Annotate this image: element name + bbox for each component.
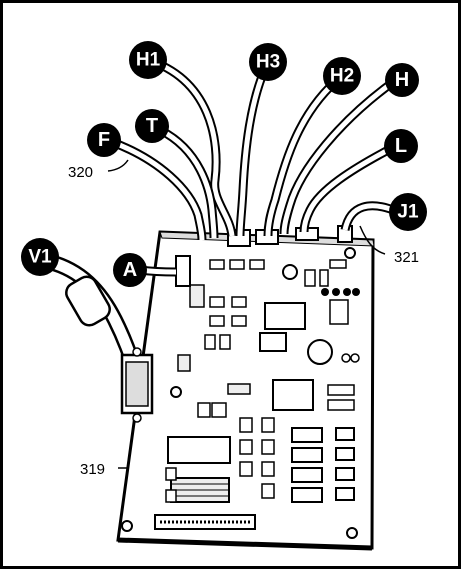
callout-j1: J1 xyxy=(389,193,427,231)
reference-320: 320 xyxy=(68,164,93,181)
callout-h1: H1 xyxy=(129,41,167,79)
circuit-board xyxy=(116,225,375,551)
callout-h: H xyxy=(385,63,419,97)
svg-text:V1: V1 xyxy=(28,247,52,268)
svg-text:L: L xyxy=(395,135,407,157)
callout-t: T xyxy=(135,109,169,143)
callout-h3: H3 xyxy=(249,43,287,81)
callout-v1: V1 xyxy=(21,238,59,276)
callout-h2: H2 xyxy=(323,57,361,95)
svg-text:A: A xyxy=(123,259,137,281)
callout-l: L xyxy=(384,129,418,163)
svg-text:H1: H1 xyxy=(136,50,161,71)
svg-text:T: T xyxy=(146,115,158,137)
svg-text:F: F xyxy=(98,129,110,151)
svg-text:H2: H2 xyxy=(330,66,354,87)
reference-321: 321 xyxy=(394,249,419,266)
reference-319: 319 xyxy=(80,461,105,478)
svg-text:H: H xyxy=(395,69,409,91)
leader-lines xyxy=(107,159,386,469)
callout-a: A xyxy=(113,253,147,287)
svg-text:J1: J1 xyxy=(397,202,419,223)
v1-ferrite-connector xyxy=(65,275,154,423)
svg-text:H3: H3 xyxy=(256,52,280,73)
cable-bundles xyxy=(47,55,400,373)
callout-f: F xyxy=(87,123,121,157)
